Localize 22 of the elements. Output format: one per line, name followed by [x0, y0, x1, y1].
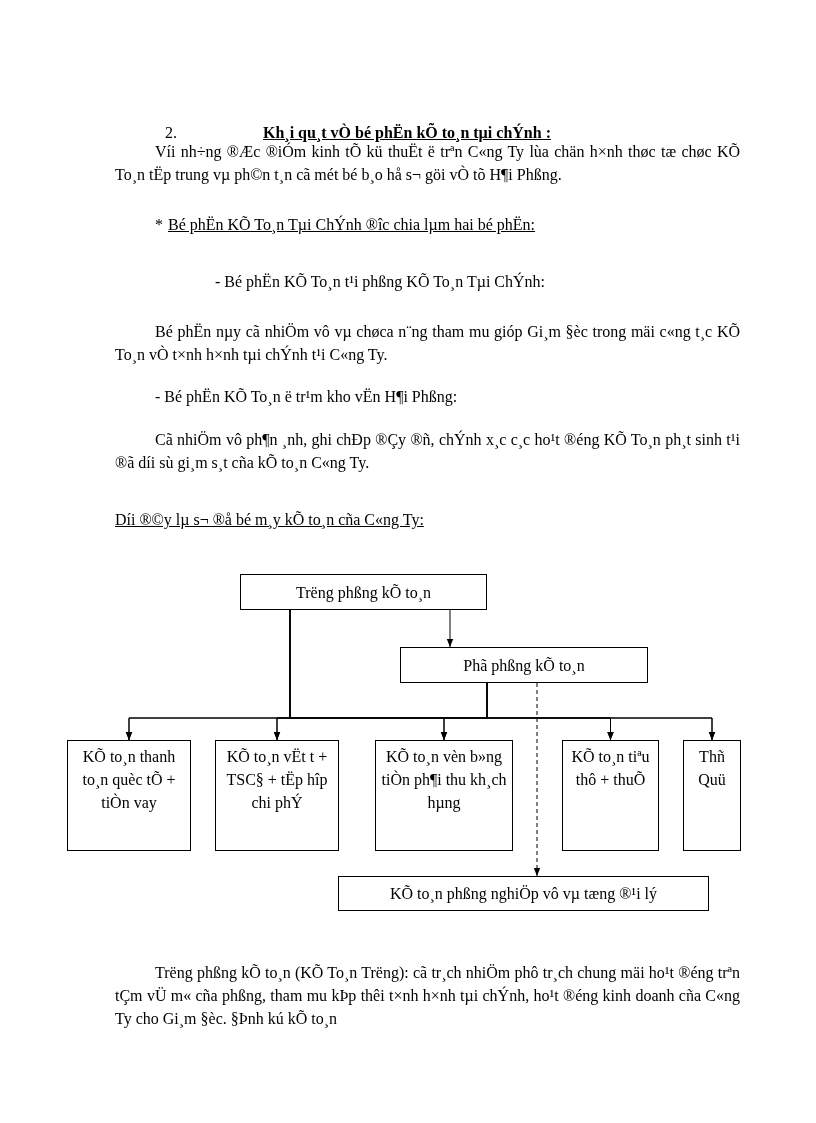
- org-box: KÕ to¸n phßng nghiÖp vô vµ tæng ®¹i lý: [338, 876, 709, 911]
- paragraph-text: Cã nhiÖm vô ph¶n ¸nh, ghi chÐp ®Çy ®ñ, chÝnh x¸c c¸c ho¹t ®éng KÕ To¸n ph¸t sinh t¹i ®ã díi sù gi¸m s¸t cña kÕ to¸n C«ng Ty.: [115, 429, 740, 474]
- paragraph-text: Trëng phßng kÕ to¸n (KÕ To¸n Trëng): cã tr¸ch nhiÖm phô tr¸ch chung mäi ho¹t ®éng trªn tÇm vÜ m« cña phßng, tham mu kÞp thêi t×nh h×nh tµi chÝnh, ho¹t ®éng kinh doanh cña C«ng Ty cho Gi¸m §èc. §Þnh kú kÕ to¸n: [115, 963, 740, 1030]
- org-box: KÕ to¸n thanh to¸n quèc tÕ + tiÒn vay: [67, 740, 191, 851]
- paragraph-text: Bé phËn KÕ To¸n Tµi ChÝnh ®îc chia lµm hai bé phËn:: [168, 214, 536, 236]
- paragraph-text: - Bé phËn KÕ To¸n t¹i phßng KÕ To¸n Tµi ChÝnh:: [215, 271, 545, 293]
- paragraph-text: Díi ®©y lµ s¬ ®å bé m¸y kÕ to¸n cña C«ng Ty:: [115, 510, 424, 531]
- org-box: KÕ to¸n vèn b»ng tiÒn ph¶i thu kh¸ch hµng: [375, 740, 513, 851]
- org-box: Phã phßng kÕ to¸n: [400, 647, 648, 683]
- connector-arrow: [446, 609, 454, 648]
- section-heading: Kh¸i qu¸t vÒ bé phËn kÕ to¸n tµi chÝnh :: [263, 122, 551, 143]
- org-box: Trëng phßng kÕ to¸n: [240, 574, 487, 610]
- connector-arrow: [486, 682, 716, 741]
- connector-arrow: [533, 682, 541, 877]
- org-box: KÕ to¸n vËt t + TSC§ + tËp hîp chi phÝ: [215, 740, 339, 851]
- paragraph-text: *: [155, 215, 163, 235]
- paragraph-text: - Bé phËn KÕ To¸n ë tr¹m kho vËn H¶i Phßng:: [155, 387, 458, 408]
- org-box: Thñ Quü: [683, 740, 741, 851]
- paragraph-text: Bé phËn nµy cã nhiÖm vô vµ chøca n¨ng tham mu gióp Gi¸m §èc trong mäi c«ng t¸c KÕ To¸n vÒ t×nh h×nh tµi chÝnh t¹i C«ng Ty.: [115, 322, 740, 366]
- paragraph-text: Víi nh÷ng ®Æc ®iÓm kinh tÕ kü thuËt ë trªn C«ng Ty lùa chän h×nh thøc tæ chøc KÕ To¸n tËp trung vµ ph©n t¸n cã mét bé b¸o hå s¬ göi vÒ tõ H¶i Phßng.: [115, 142, 740, 186]
- paragraph-text: 2.: [165, 123, 177, 143]
- org-box: KÕ to¸n tiªu thô + thuÕ: [562, 740, 659, 851]
